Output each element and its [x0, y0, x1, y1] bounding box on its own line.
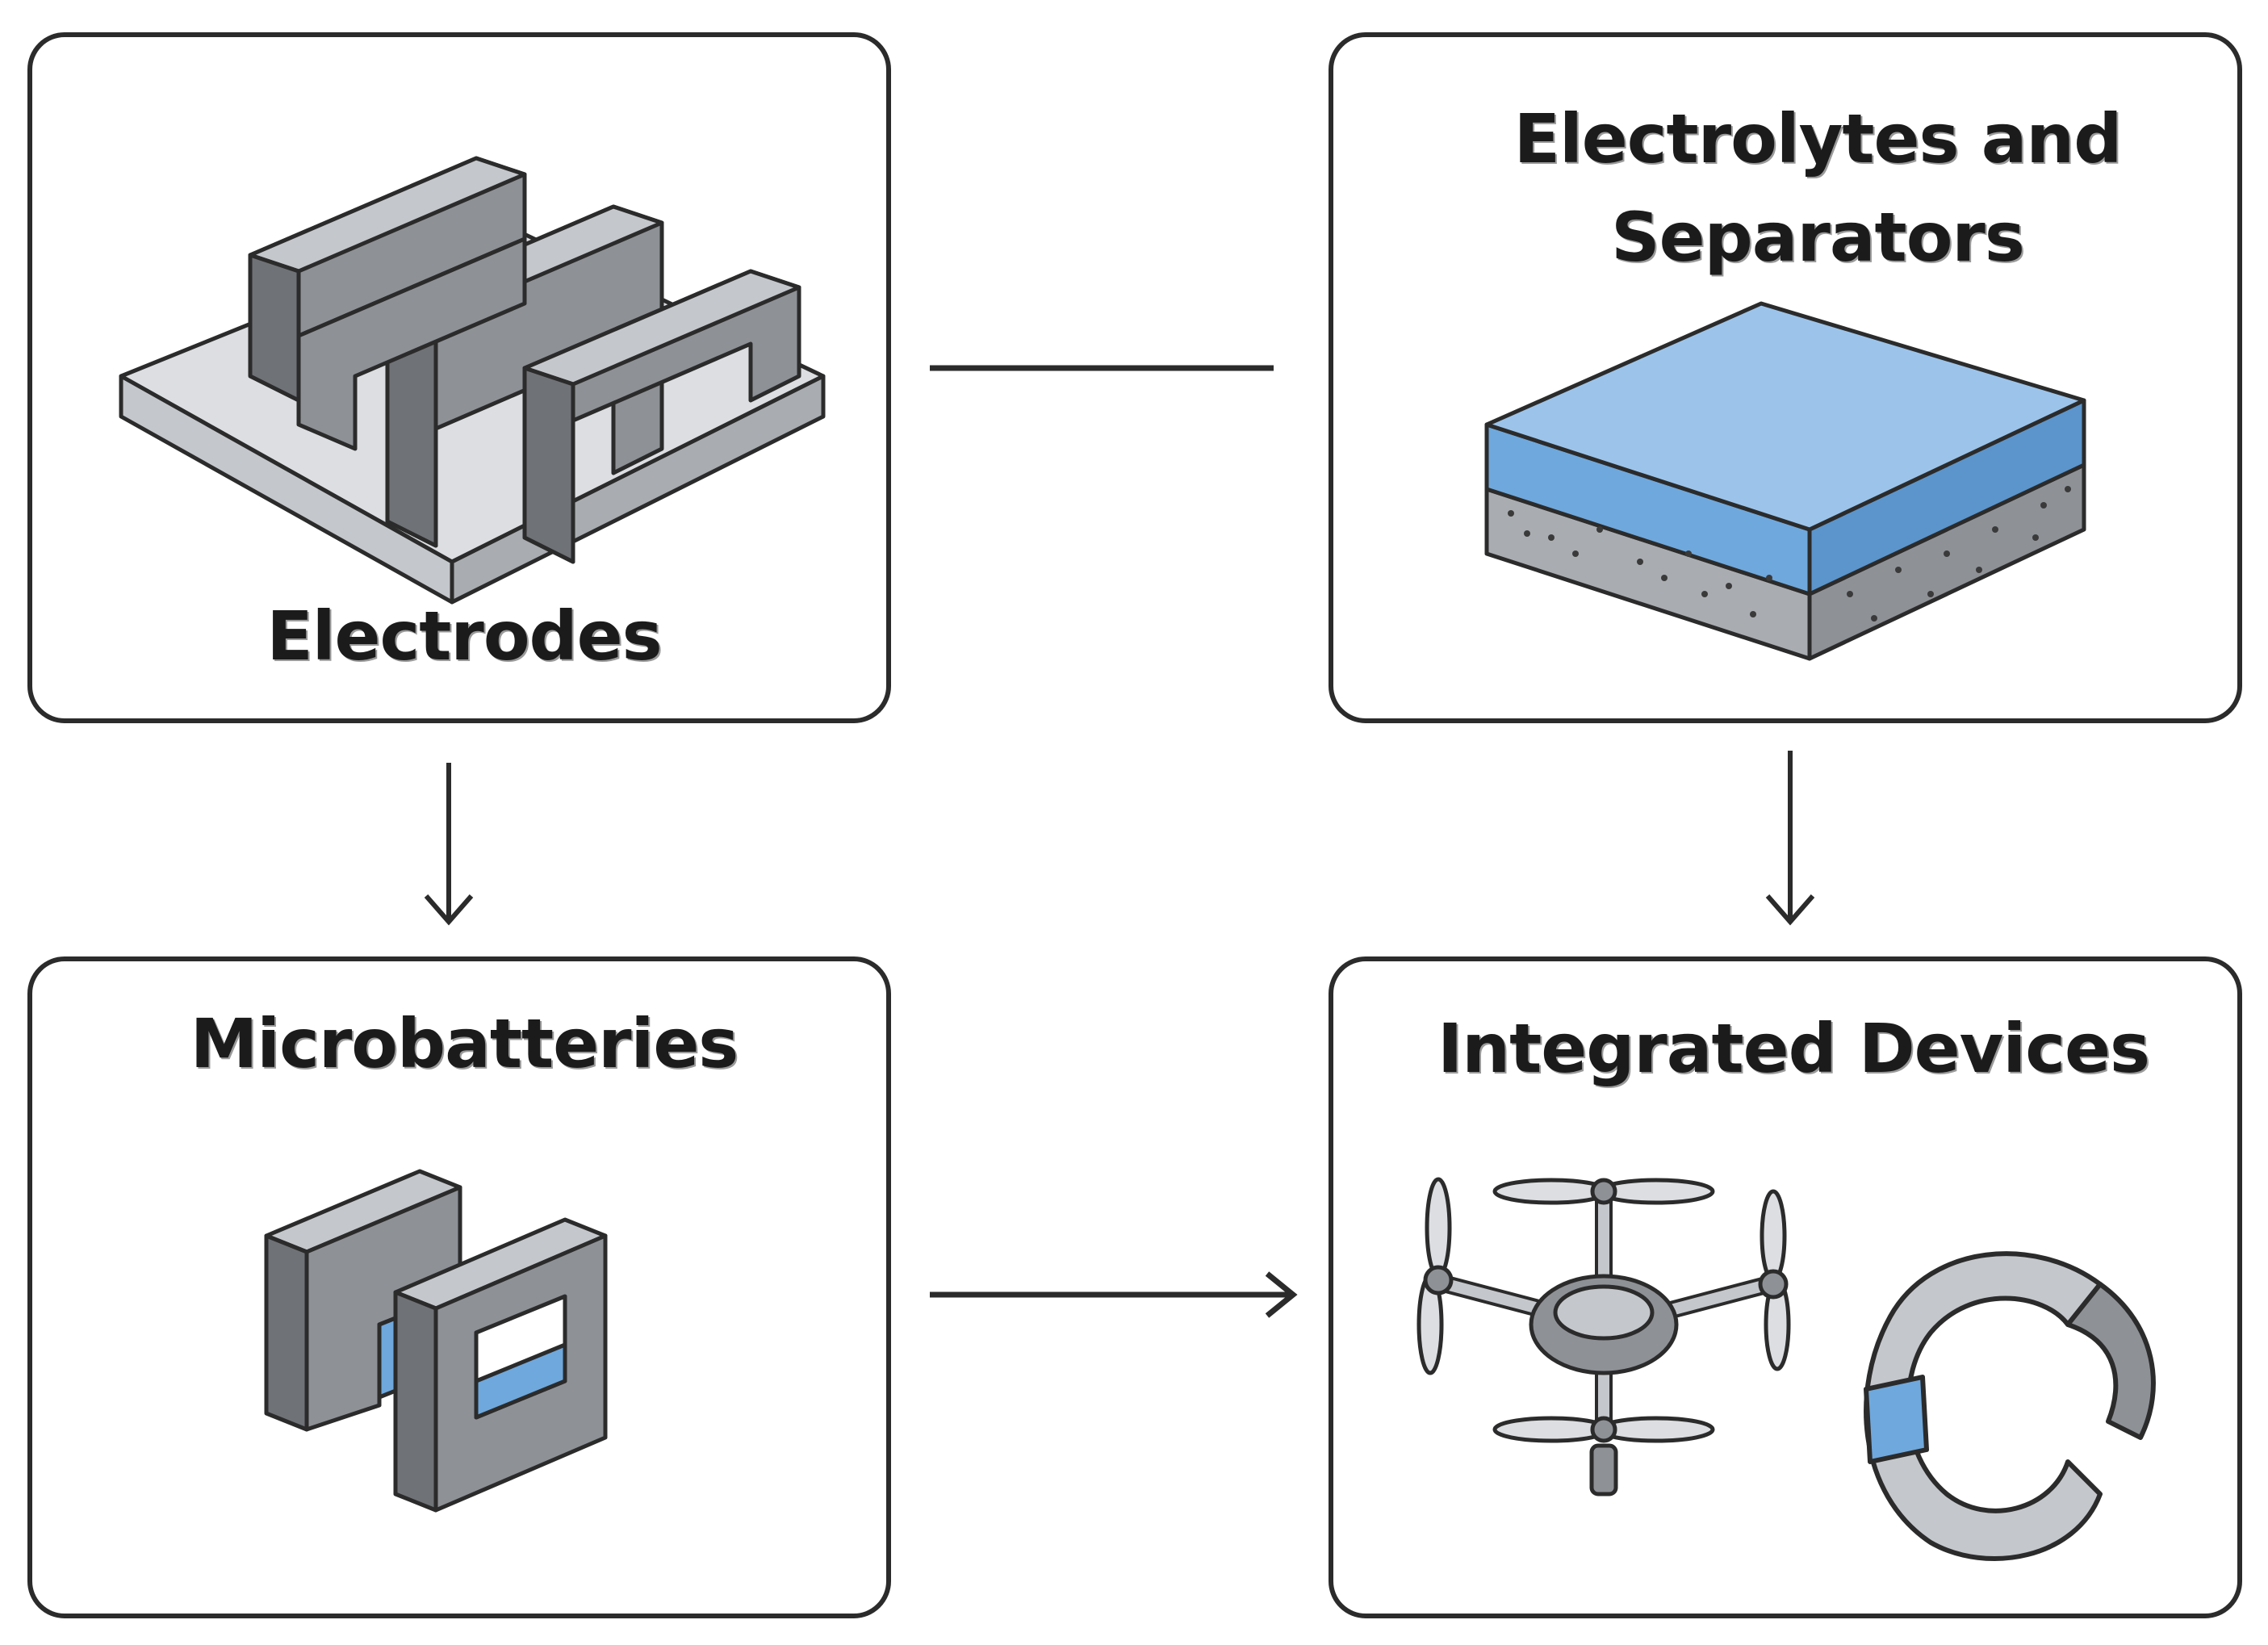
electrodes-label: Electrodes — [266, 596, 662, 676]
drone-icon — [1416, 1177, 1791, 1496]
microbatteries-panel: Microbatteries — [27, 956, 891, 1618]
electrolytes-panel: Electrolytes and Separators — [1329, 32, 2242, 723]
devices-label: Integrated Devices — [1437, 1009, 2150, 1088]
wearable-band-icon — [1864, 1251, 2156, 1561]
devices-panel: Integrated Devices — [1329, 956, 2242, 1618]
electrolytes-label: Electrolytes and Separators — [1513, 99, 2123, 277]
arrow-electrodes-to-microbatteries — [424, 763, 474, 926]
microbattery-cell-icon — [264, 1169, 608, 1513]
arrow-microbatteries-to-devices — [930, 1271, 1298, 1318]
microbatteries-label: Microbatteries — [190, 1004, 739, 1083]
interdigitated-electrode-icon — [119, 156, 826, 605]
arrow-electrolytes-to-devices — [1765, 751, 1815, 926]
layered-separator-icon — [1484, 301, 2086, 661]
electrodes-panel: Electrodes — [27, 32, 891, 723]
